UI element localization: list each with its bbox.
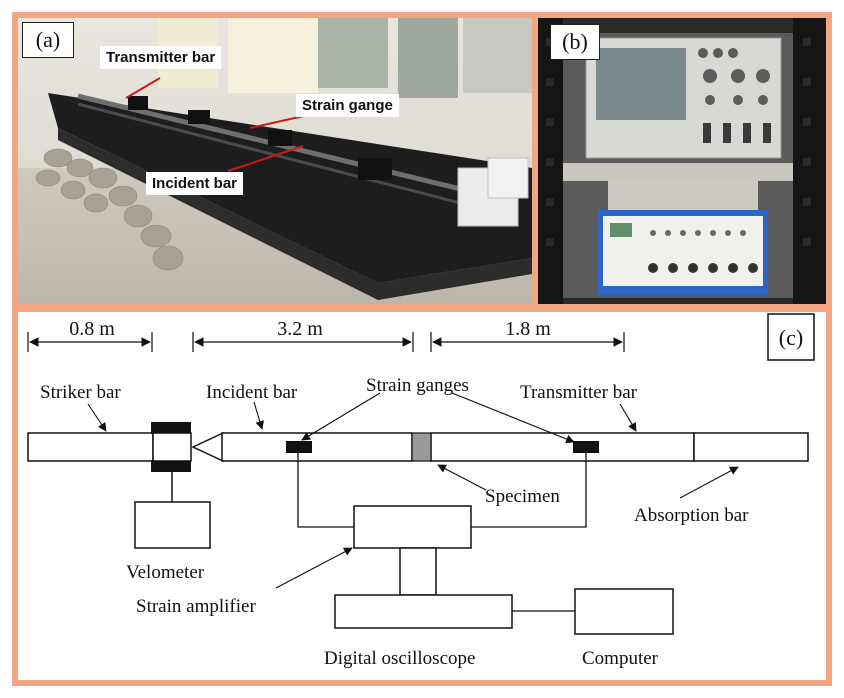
label-digital-oscilloscope: Digital oscilloscope [324,648,475,669]
label-transmitter-bar: Transmitter bar [520,382,638,403]
computer-box [574,588,674,635]
label-specimen: Specimen [485,486,560,507]
strain-gauge-incident [286,441,312,453]
incident-bar-taper [191,431,224,463]
callout-incident-bar: Incident bar [146,172,244,195]
strain-amplifier-box [353,505,472,549]
label-velometer: Velometer [126,562,205,583]
barrel-block-top [151,422,191,434]
label-computer: Computer [582,648,659,669]
callout-strain-gange: Strain gange [296,94,399,117]
label-absorption-bar: Absorption bar [634,505,749,526]
amplifier-connector [399,547,437,596]
dimension-transmitter: 1.8 m [505,318,551,340]
label-strain-ganges: Strain ganges [366,375,469,396]
absorption-bar [693,432,809,462]
instrument-rack-illustration [538,18,826,304]
specimen [411,432,432,462]
velometer-box [134,501,211,549]
strain-gauge-transmitter [573,441,599,453]
panel-b-photo [538,18,826,304]
label-strain-amplifier: Strain amplifier [136,596,256,617]
label-striker-bar: Striker bar [40,382,121,403]
digital-oscilloscope-box [334,594,513,629]
incident-bar [221,432,413,462]
panel-b-label: (b) [550,24,600,60]
panel-c-label: (c) [779,325,803,350]
barrel-block-bottom [151,460,191,472]
dimension-incident: 3.2 m [277,318,323,340]
callout-transmitter-bar: Transmitter bar [100,46,222,69]
dimension-striker: 0.8 m [69,318,115,340]
panel-a-label: (a) [22,22,74,58]
striker-bar [27,432,154,462]
label-incident-bar: Incident bar [206,382,298,403]
barrel-block-body [152,432,192,462]
